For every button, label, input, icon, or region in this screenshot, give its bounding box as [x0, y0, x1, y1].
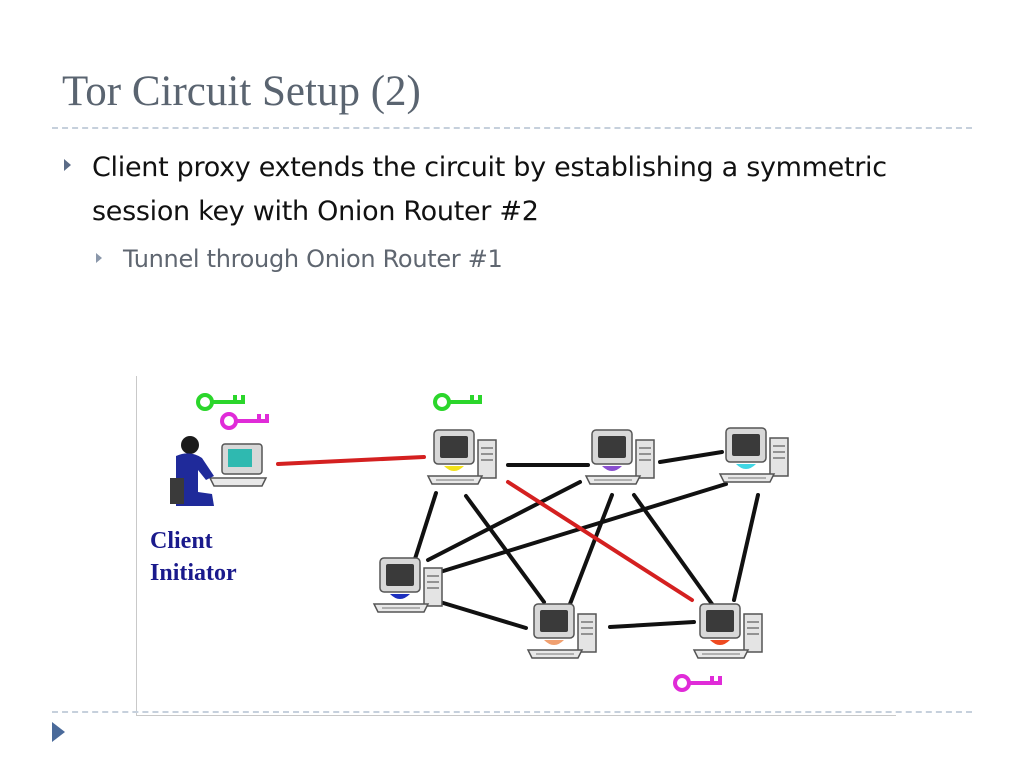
- key-icon: [220, 412, 271, 430]
- onion-router-5: [527, 603, 597, 659]
- link-r4-r5: [438, 600, 528, 630]
- play-triangle-icon[interactable]: [52, 722, 65, 742]
- bullet-arrow-icon: [64, 159, 71, 171]
- circuit-r1-r6: [506, 480, 694, 602]
- sub-bullet-text: Tunnel through Onion Router #1: [123, 245, 503, 273]
- key-icon: [673, 674, 724, 692]
- diagram-frame-bottom: [136, 715, 896, 716]
- onion-router-6: [693, 603, 763, 659]
- link-r1-r5: [464, 494, 546, 604]
- link-r2-r4: [426, 480, 582, 562]
- network-links: [412, 450, 760, 630]
- diagram-frame-left: [136, 376, 137, 716]
- link-r1-r4: [412, 491, 438, 564]
- circuit-client-r1: [276, 455, 426, 466]
- onion-router-4: [373, 557, 443, 613]
- onion-router-1: [427, 429, 497, 485]
- onion-router-3: [719, 427, 789, 483]
- link-r2-r6: [632, 493, 714, 606]
- key-icon: [433, 393, 484, 411]
- footer-divider: [52, 711, 972, 713]
- sub-bullet-arrow-icon: [96, 253, 102, 263]
- tor-network-diagram: Client Initiator: [150, 393, 789, 692]
- onion-router-2: [585, 429, 655, 485]
- link-r2-r3: [658, 450, 724, 464]
- link-r3-r6: [732, 493, 760, 602]
- person-at-computer-icon: [170, 436, 268, 506]
- link-r5-r6: [608, 620, 696, 629]
- title-divider: [52, 127, 972, 129]
- client-label-line2: Initiator: [150, 560, 237, 586]
- circuit-links: [276, 455, 694, 602]
- bullet-text: Client proxy extends the circuit by esta…: [92, 152, 887, 227]
- link-r2-r5: [568, 493, 614, 606]
- client-label-line1: Client: [150, 528, 213, 554]
- slide-title: Tor Circuit Setup (2): [62, 68, 421, 115]
- key-icon: [196, 393, 247, 411]
